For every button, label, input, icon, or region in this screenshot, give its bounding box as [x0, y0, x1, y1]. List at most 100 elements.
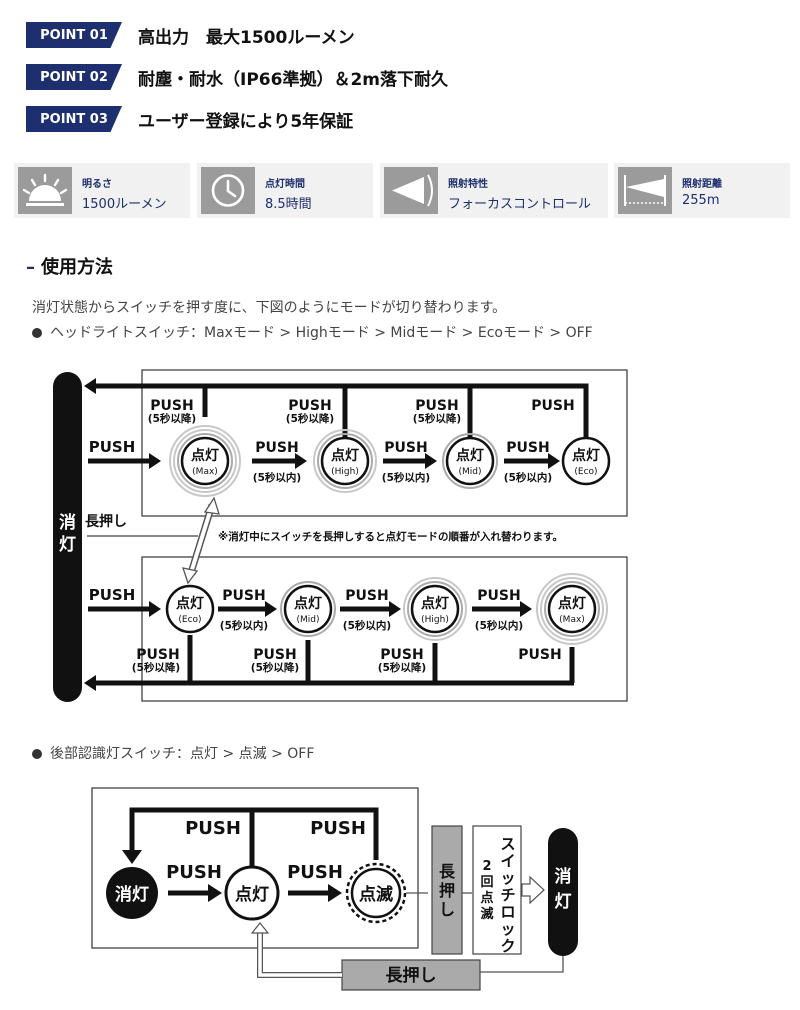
- after5-label: (5秒以降): [286, 412, 334, 425]
- swap-arrow: [182, 496, 220, 585]
- on-label: 点灯: [176, 595, 204, 612]
- top-return-arrowhead: [84, 378, 96, 394]
- within5-label: (5秒以内): [475, 619, 523, 632]
- mode-name: (Eco): [574, 467, 597, 477]
- within5-label: (5秒以内): [504, 471, 552, 484]
- rear-light-diagram: PUSH PUSH 消灯 点灯 点滅 PUSH PUSH 長 押 し ス イ ッ…: [91, 787, 578, 991]
- off-pill-char: 灯: [555, 892, 572, 912]
- long-press-label: 長押し: [85, 513, 127, 530]
- rear-panel: [91, 787, 419, 949]
- section-title: –使用方法: [26, 253, 113, 279]
- title-text: 使用方法: [41, 257, 113, 278]
- point-01: POINT 01 高出力 最大1500ルーメン: [26, 22, 355, 48]
- spec-beam: 照射特性 フォーカスコントロール: [380, 163, 608, 218]
- long-press-char: 押: [439, 881, 455, 900]
- on-circle: 点灯: [224, 865, 280, 921]
- lock-char: ス: [500, 835, 515, 853]
- point-text: 高出力 最大1500ルーメン: [138, 27, 355, 48]
- bullet-text: ヘッドライトスイッチ：Maxモード > Highモード > Midモード > E…: [50, 325, 593, 341]
- twice-char: 点: [480, 890, 493, 906]
- after5-label: (5秒以降): [132, 661, 180, 674]
- mode-max-bottom: 点灯 (Max): [536, 573, 608, 645]
- after5-label: (5秒以降): [148, 412, 196, 425]
- spec-label: 点灯時間: [265, 179, 305, 190]
- within5-label: (5秒以内): [253, 471, 301, 484]
- on-label: 点灯: [331, 447, 359, 464]
- brightness-icon: [18, 167, 72, 214]
- mode-mid-top: 点灯 (Mid): [442, 433, 498, 489]
- push-label: PUSH: [380, 647, 423, 663]
- clock-icon: [201, 167, 255, 214]
- top-panel: [141, 369, 628, 517]
- on-label: 点灯: [421, 595, 449, 612]
- lock-char: チ: [500, 886, 515, 904]
- bottom-panel: [141, 556, 628, 702]
- push-label: PUSH: [253, 647, 296, 663]
- point-tag: POINT 02: [26, 64, 122, 90]
- push-label: PUSH: [384, 440, 427, 456]
- off-pill: [548, 828, 578, 956]
- long-press-box: [431, 825, 463, 955]
- after5-label: (5秒以降): [251, 661, 299, 674]
- point-text: ユーザー登録により5年保証: [138, 111, 354, 132]
- mode-eco-top: 点灯 (Eco): [561, 436, 611, 486]
- on-text: 点灯: [235, 884, 269, 905]
- mode-mid-bottom: 点灯 (Mid): [280, 581, 336, 637]
- push-label: PUSH: [222, 588, 265, 604]
- push-label: PUSH: [89, 438, 136, 456]
- spec-label: 照射距離: [682, 179, 722, 190]
- mode-name: (Mid): [296, 615, 319, 625]
- rear-switch-bullet: 後部認識灯スイッチ：点灯 > 点滅 > OFF: [32, 743, 314, 763]
- point-03: POINT 03 ユーザー登録により5年保証: [26, 106, 353, 132]
- push-label: PUSH: [150, 398, 193, 414]
- spec-distance: 照射距離 255m: [614, 163, 790, 218]
- on-label: 点灯: [558, 595, 586, 612]
- twice-char: 回: [480, 875, 493, 890]
- long-press-char: 長: [439, 862, 456, 881]
- usage-intro: 消灯状態からスイッチを押す度に、下図のようにモードが切り替わります。: [32, 300, 507, 316]
- after5-label: (5秒以降): [378, 661, 426, 674]
- push-label: PUSH: [415, 398, 458, 414]
- bullet-text: 後部認識灯スイッチ：点灯 > 点滅 > OFF: [50, 746, 315, 762]
- point-tag: POINT 03: [26, 106, 122, 132]
- off-label-2: 灯: [59, 535, 76, 555]
- push-label: PUSH: [255, 440, 298, 456]
- mode-high-top: 点灯 (High): [313, 429, 377, 493]
- long-press-char: し: [439, 900, 455, 919]
- mode-eco-bottom: 点灯 (Eco): [165, 584, 215, 634]
- push-label: PUSH: [531, 398, 574, 414]
- lock-char: ロ: [500, 903, 515, 921]
- on-label: 点灯: [572, 447, 600, 464]
- spec-runtime: 点灯時間 8.5時間: [197, 163, 373, 218]
- off-circle: 消灯: [106, 867, 158, 919]
- bullet-dot: [32, 749, 42, 759]
- spec-label: 照射特性: [448, 179, 488, 190]
- blink-text: 点滅: [359, 884, 393, 905]
- spec-brightness: 明るさ 1500ルーメン: [14, 163, 190, 218]
- bullet-dot: [32, 328, 42, 338]
- mode-name: (Max): [192, 467, 218, 477]
- on-label: 点灯: [456, 447, 484, 464]
- off-text: 消灯: [115, 884, 149, 905]
- push-label: PUSH: [185, 818, 241, 839]
- title-dash: –: [26, 257, 35, 278]
- on-label: 点灯: [191, 447, 219, 464]
- blink-circle: 点滅: [345, 862, 407, 924]
- off-label-1: 消: [59, 512, 76, 533]
- swap-note: ※消灯中にスイッチを長押しすると点灯モードの順番が入れ替わります。: [218, 530, 563, 543]
- push-label: PUSH: [136, 647, 179, 663]
- switch-lock-box: [472, 825, 522, 955]
- mode-name: (Max): [559, 615, 585, 625]
- within5-label: (5秒以内): [382, 471, 430, 484]
- mode-max-top: 点灯 (Max): [169, 425, 241, 497]
- twice-char: 滅: [480, 906, 493, 922]
- lock-char: ッ: [500, 869, 515, 887]
- lock-char: イ: [500, 852, 515, 870]
- on-label: 点灯: [294, 595, 322, 612]
- headlight-mode-diagram: 消 灯 PUSH (5秒以降) PUSH (5秒以降) PUSH (5秒以降) …: [53, 369, 628, 702]
- push-label: PUSH: [518, 647, 561, 663]
- push-label: PUSH: [287, 862, 343, 883]
- top-return-line: [202, 383, 589, 448]
- push-label: PUSH: [506, 440, 549, 456]
- spec-value: 255m: [682, 193, 720, 208]
